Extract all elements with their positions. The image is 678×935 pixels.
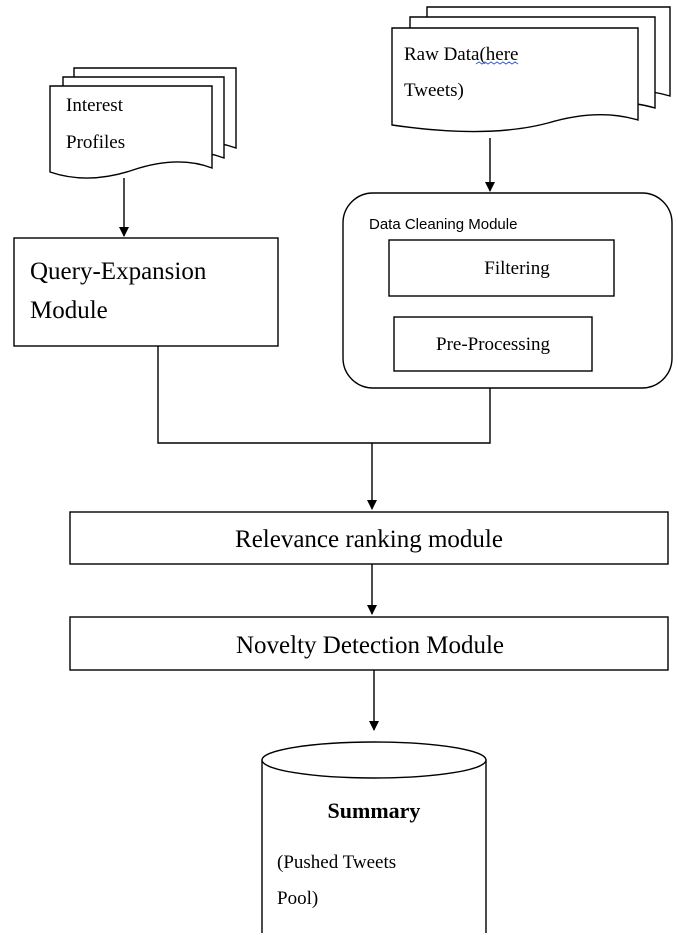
data-cleaning-title: Data Cleaning Module <box>369 216 517 233</box>
raw-data-line2: Tweets) <box>404 80 464 101</box>
cylinder-top <box>261 741 487 779</box>
interest-profiles-line2: Profiles <box>66 132 125 153</box>
relevance-label: Relevance ranking module <box>235 526 503 553</box>
query-expansion-module: Query-Expansion Module <box>13 237 279 347</box>
relevance-box <box>69 511 669 565</box>
filtering-box <box>388 239 615 297</box>
novelty-box <box>69 616 669 671</box>
relevance-ranking-module: Relevance ranking module <box>69 511 669 565</box>
cylinder-body <box>261 760 487 933</box>
summary-line2: Pool) <box>277 888 318 909</box>
data-cleaning-module: Data Cleaning Module Filtering Pre-Proce… <box>342 192 673 389</box>
novelty-detection-module: Novelty Detection Module <box>69 616 669 671</box>
preprocessing-label: Pre-Processing <box>436 334 550 355</box>
query-expansion-line1: Query-Expansion <box>30 258 207 285</box>
merge-connector <box>157 346 491 444</box>
query-expansion-line2: Module <box>30 297 108 324</box>
document-layer-front <box>49 85 213 179</box>
preprocessing-box <box>393 316 593 372</box>
interest-profiles-document-stack: Interest Profiles <box>49 67 237 179</box>
spellcheck-underline <box>475 61 519 65</box>
summary-title: Summary <box>328 798 421 823</box>
document-layer-front <box>391 27 639 133</box>
novelty-label: Novelty Detection Module <box>236 632 504 659</box>
filtering-label: Filtering <box>484 258 550 279</box>
raw-data-document-stack: Raw Data(here Tweets) <box>391 6 671 133</box>
raw-data-line1: Raw Data(here <box>404 44 518 65</box>
query-expansion-box <box>13 237 279 347</box>
summary-line1: (Pushed Tweets <box>277 852 396 873</box>
summary-database: Summary (Pushed Tweets Pool) <box>261 741 487 933</box>
interest-profiles-line1: Interest <box>66 95 124 116</box>
